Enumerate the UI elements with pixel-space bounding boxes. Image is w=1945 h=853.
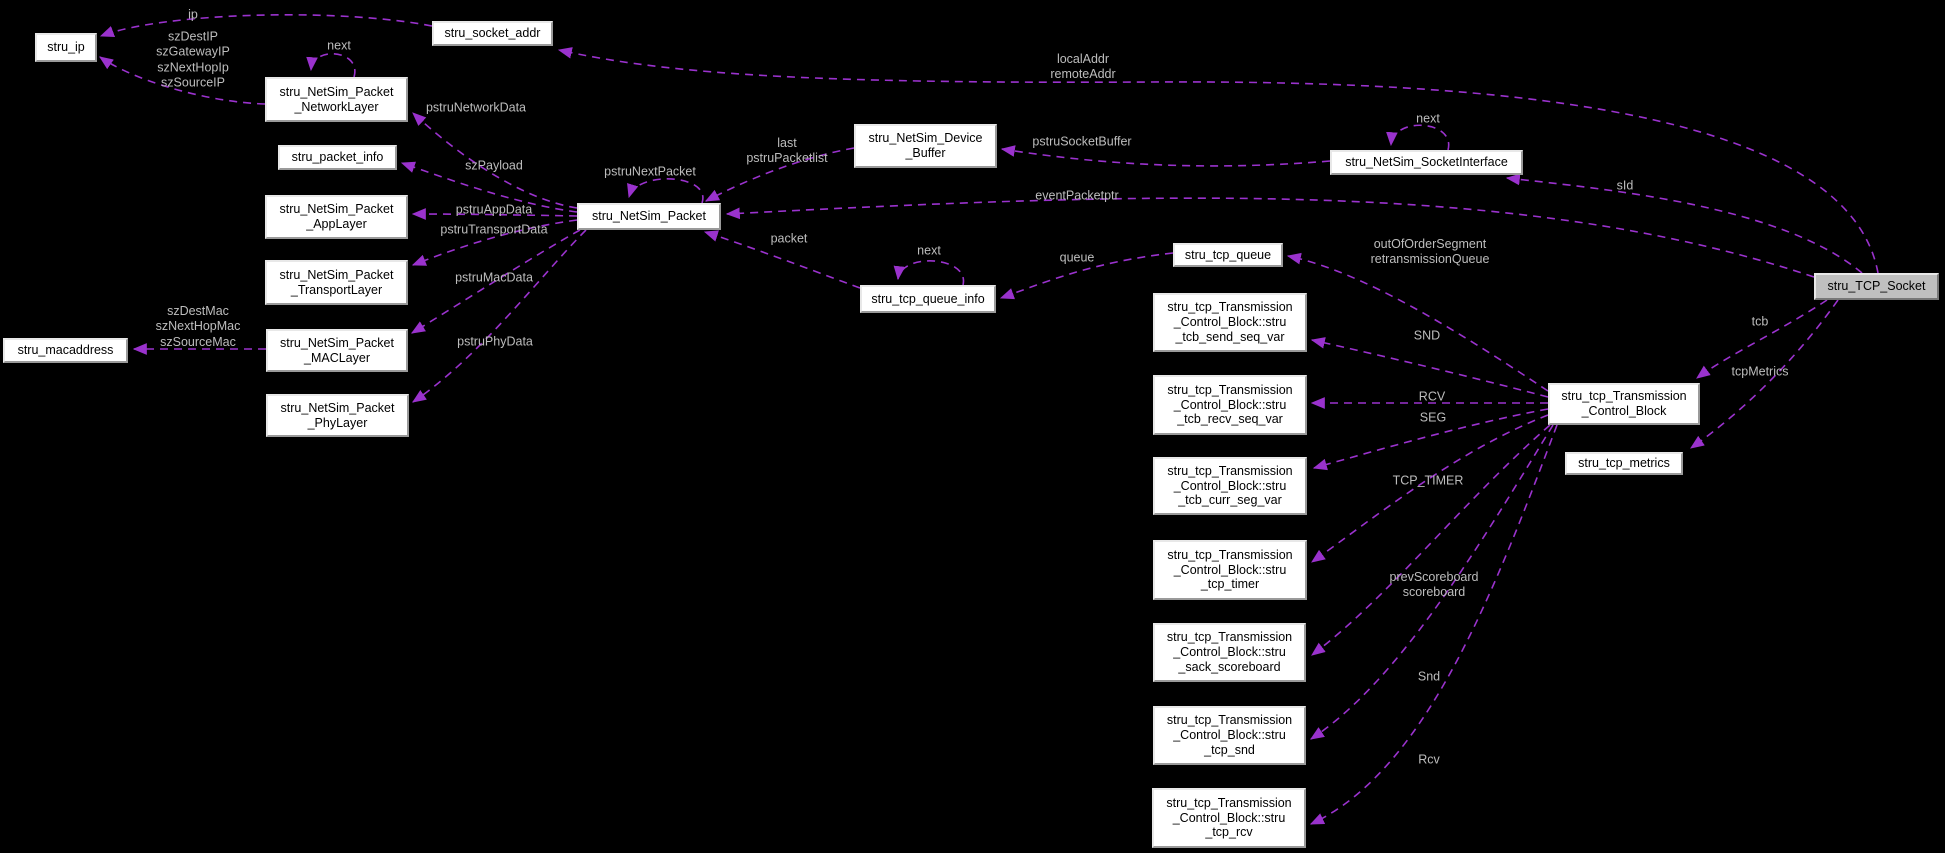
node-tcp_rcv[interactable]: stru_tcp_Transmission _Control_Block::st… [1152,788,1306,848]
edge-packet-to-packetinfo [400,161,578,213]
node-stru_macaddress[interactable]: stru_macaddress [3,338,128,363]
edge-tcpsocket-to-tcb [1696,299,1828,379]
node-tcb_send_seq_var[interactable]: stru_tcp_Transmission _Control_Block::st… [1153,293,1307,352]
edge-devicebuffer-to-packet [704,147,855,202]
node-sack_scoreboard[interactable]: stru_tcp_Transmission _Control_Block::st… [1153,623,1306,682]
edge-networklayer-to-ip [99,56,266,105]
edge-tcb-to-tcpqueue [1286,252,1549,392]
edge-tcb-to-tcptimer [1311,414,1549,563]
edge-packet-to-transportlayer [411,219,578,266]
node-stru_netsim_socketinterface[interactable]: stru_NetSim_SocketInterface [1330,150,1523,175]
edge-tcpqueue-to-queueinfo [999,252,1174,300]
node-stru_netsim_device_buffer[interactable]: stru_NetSim_Device _Buffer [854,124,997,168]
edge-packet-to-networklayer [412,112,578,209]
edge-tcpsocket-to-tcpmetrics [1690,299,1839,449]
edge-networklayer-self-next [306,52,356,78]
node-stru_netsim_packet_transportlayer[interactable]: stru_NetSim_Packet _TransportLayer [265,260,408,305]
edge-socketinterface-self-next [1386,124,1450,151]
node-stru_netsim_packet_applayer[interactable]: stru_NetSim_Packet _AppLayer [265,195,408,239]
node-stru_tcp_socket[interactable]: stru_TCP_Socket [1814,273,1939,300]
edge-tcpsocket-to-socketinterface [1505,173,1863,274]
edge-tcb-to-tcprcv [1309,424,1558,825]
node-stru_netsim_packet[interactable]: stru_NetSim_Packet [577,203,721,230]
node-stru_tcp_transmission_control_block[interactable]: stru_tcp_Transmission _Control_Block [1548,383,1700,425]
edge-tcb-to-currsegvar [1312,408,1549,471]
node-stru_tcp_queue[interactable]: stru_tcp_queue [1173,243,1283,267]
edge-tcb-to-sackscoreboard [1311,424,1551,656]
edge-tcpsocket-to-packet-eventpacketptr [725,197,1815,278]
edge-packet-self-next [627,178,704,204]
node-stru_netsim_packet_networklayer[interactable]: stru_NetSim_Packet _NetworkLayer [265,77,408,122]
node-stru_tcp_queue_info[interactable]: stru_tcp_queue_info [860,285,996,313]
node-tcb_recv_seq_var[interactable]: stru_tcp_Transmission _Control_Block::st… [1153,375,1307,435]
edge-tcpsocket-to-socketaddr [557,47,1879,274]
node-stru_socket_addr[interactable]: stru_socket_addr [432,21,553,46]
edge-tcb-to-tcpsnd [1310,424,1554,740]
edge-packet-to-maclayer [411,229,581,334]
edge-tcb-to-sendseqvar [1310,337,1549,398]
node-tcp_snd[interactable]: stru_tcp_Transmission _Control_Block::st… [1153,706,1306,765]
edge-socketinterface-to-devicebuffer [1000,145,1331,167]
edge-queueinfo-to-packet [703,230,861,289]
node-stru_ip[interactable]: stru_ip [35,33,97,62]
edge-queueinfo-self-next [893,260,965,286]
edge-socketaddr-to-ip [99,14,433,37]
edge-packet-to-applayer [411,208,578,220]
node-stru_packet_info[interactable]: stru_packet_info [278,145,397,170]
edge-packet-to-phylayer [412,229,587,403]
node-stru_netsim_packet_phylayer[interactable]: stru_NetSim_Packet _PhyLayer [266,394,409,437]
node-stru_netsim_packet_maclayer[interactable]: stru_NetSim_Packet _MACLayer [266,329,408,372]
node-tcb_curr_seg_var[interactable]: stru_tcp_Transmission _Control_Block::st… [1153,457,1307,515]
node-tcp_timer[interactable]: stru_tcp_Transmission _Control_Block::st… [1153,540,1307,600]
node-stru_tcp_metrics[interactable]: stru_tcp_metrics [1565,452,1683,475]
